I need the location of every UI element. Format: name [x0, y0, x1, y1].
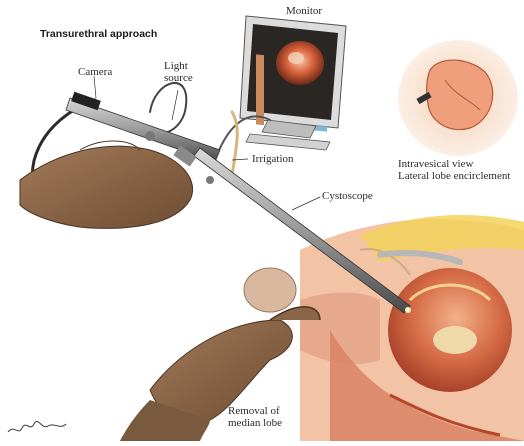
netter-signature: [8, 421, 66, 432]
label-monitor: Monitor: [286, 5, 322, 17]
label-removal-line1: Removal of: [228, 405, 280, 417]
label-intravesical-line2: Lateral lobe encirclement: [398, 170, 510, 182]
intravesical-inset: [398, 40, 518, 156]
label-irrigation: Irrigation: [252, 153, 294, 165]
monitor: [240, 16, 346, 150]
label-light-source-line1: Light: [164, 60, 188, 72]
label-removal-line2: median lobe: [228, 417, 282, 429]
label-light-source-line2: source: [164, 72, 193, 84]
label-camera: Camera: [78, 66, 112, 78]
label-cystoscope: Cystoscope: [322, 190, 373, 202]
figure-title: Transurethral approach: [40, 28, 157, 40]
label-intravesical-line1: Intravesical view: [398, 158, 473, 170]
